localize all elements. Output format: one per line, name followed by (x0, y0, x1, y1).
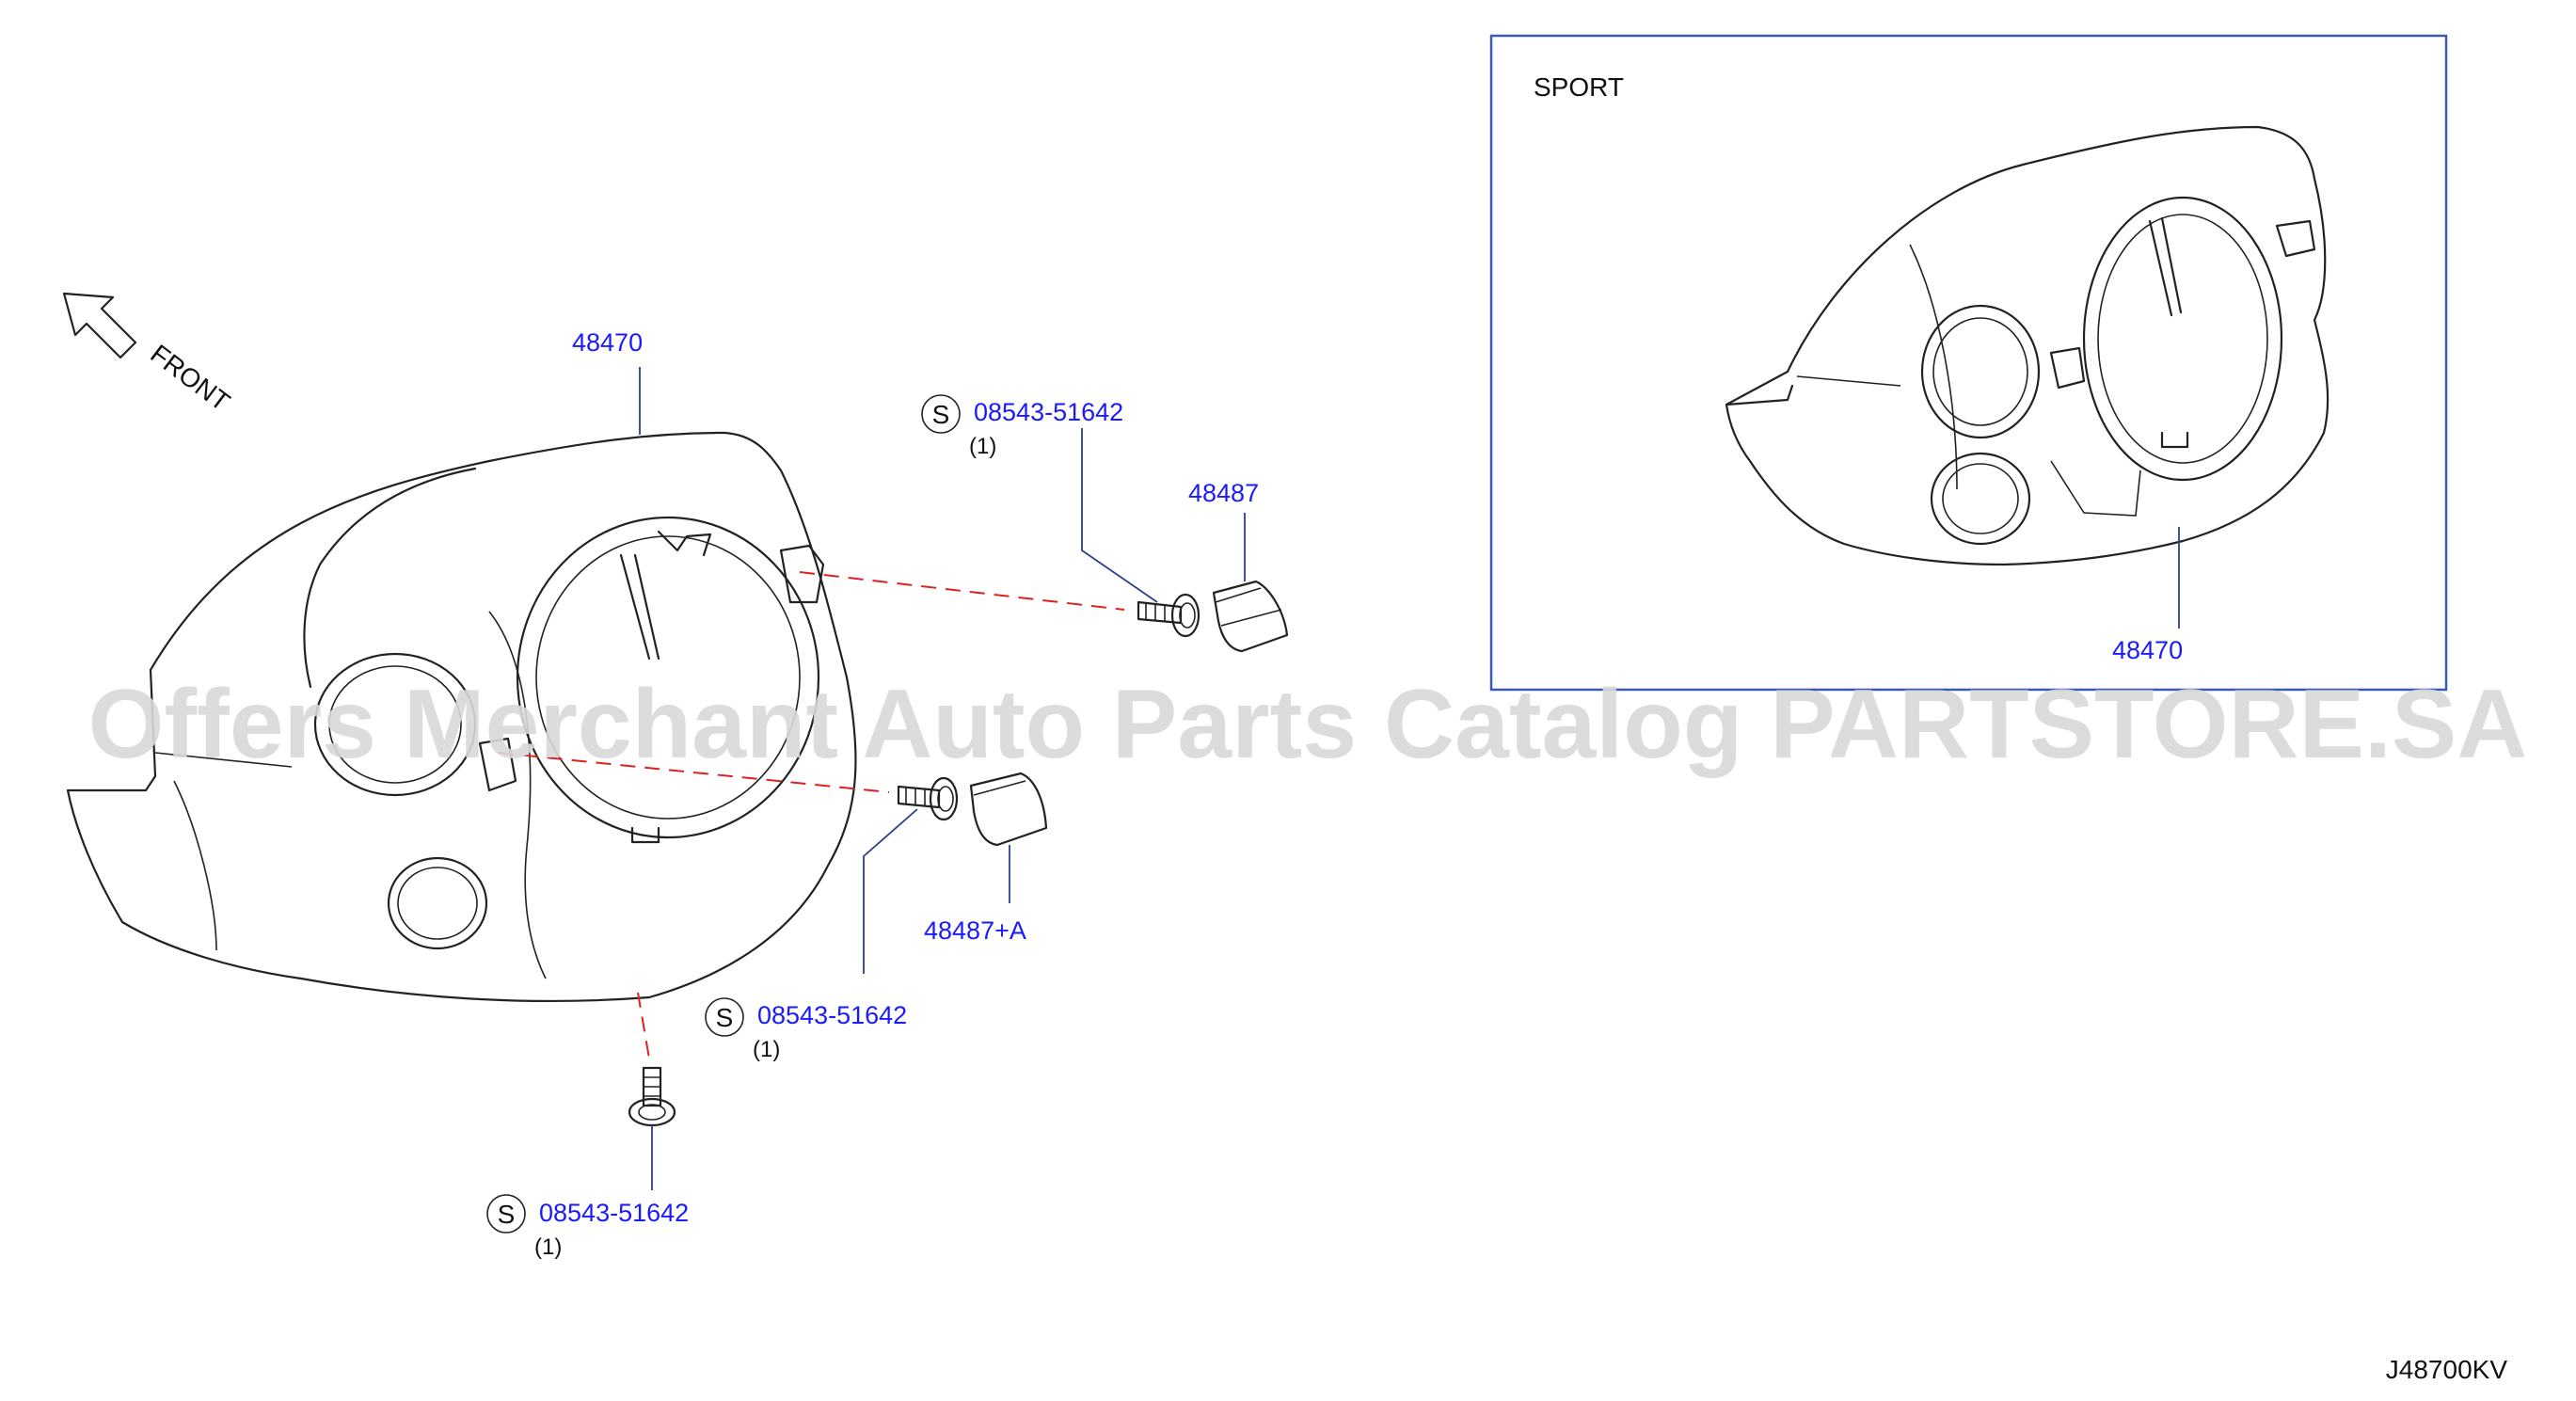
callout-screw-bottom-qty: (1) (534, 1234, 562, 1260)
diagram-code: J48700KV (2386, 1355, 2508, 1384)
sport-inset-frame (1489, 34, 2448, 692)
callout-screw-bottom: 08543-51642 (539, 1199, 689, 1227)
callout-housing-main: 48470 (572, 328, 643, 357)
standard-symbol-icon: S (921, 394, 961, 434)
front-label: FRONT (145, 339, 235, 417)
callout-cap-a: 48487+A (924, 916, 1026, 945)
alignment-line-mid (498, 752, 890, 793)
callout-screw-top: 08543-51642 (974, 398, 1123, 426)
sport-meter-housing (1725, 125, 2330, 566)
sport-inset-label: SPORT (1534, 72, 1624, 102)
callout-cap: 48487 (1188, 479, 1259, 507)
svg-text:S: S (498, 1200, 516, 1229)
screw-bottom (628, 1066, 676, 1127)
main-meter-housing (66, 431, 857, 1003)
svg-text:S: S (716, 1003, 734, 1032)
standard-symbol-icon: S (486, 1194, 526, 1234)
callout-screw-mid-qty: (1) (753, 1037, 780, 1062)
alignment-line-bottom (637, 992, 650, 1059)
leader-screw-top (1081, 428, 1158, 603)
screw-mid (897, 776, 959, 821)
callout-screw-top-qty: (1) (969, 434, 996, 459)
front-arrow-icon (62, 292, 137, 359)
leader-screw-mid (863, 808, 918, 974)
cap-48487-a (969, 772, 1048, 847)
standard-symbol-icon: S (705, 997, 744, 1037)
screw-top (1137, 593, 1201, 638)
callout-housing-sport: 48470 (2112, 636, 2183, 664)
watermark: Offers Merchant Auto Parts Catalog PARTS… (88, 670, 2528, 779)
alignment-line-top (799, 571, 1125, 611)
svg-text:S: S (932, 400, 950, 429)
cap-48487 (1212, 580, 1289, 653)
callout-screw-mid: 08543-51642 (757, 1001, 907, 1029)
